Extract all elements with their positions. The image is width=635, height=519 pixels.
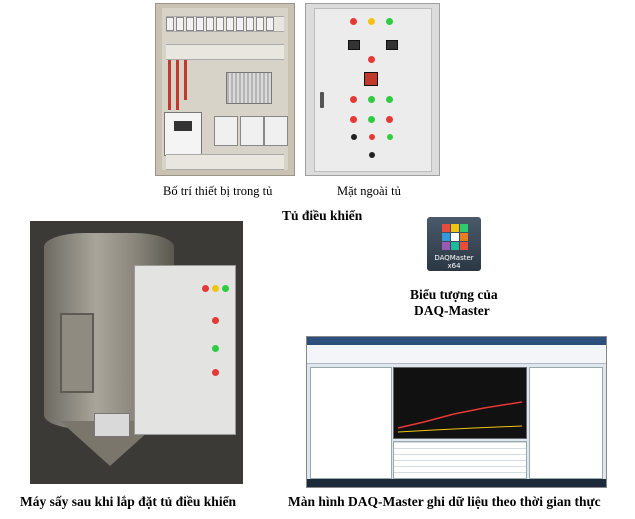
power-supply xyxy=(226,72,272,104)
lamp-red-icon xyxy=(202,285,209,292)
pushbutton-icon xyxy=(369,152,375,158)
lamp-red-icon xyxy=(212,317,219,324)
caption-icon-line2: DAQ-Master xyxy=(414,303,490,318)
lamp-yellow-icon xyxy=(212,285,219,292)
caption-screen: Màn hình DAQ-Master ghi dữ liệu theo thờ… xyxy=(288,494,601,509)
dryer-photo xyxy=(30,221,243,484)
channel-table xyxy=(393,441,527,479)
device-tree-panel xyxy=(310,367,392,479)
cabinet-door xyxy=(314,8,432,172)
cabinet-title: Tủ điều khiển xyxy=(282,208,363,223)
terminal-rail xyxy=(166,44,284,60)
emergency-stop-icon xyxy=(368,56,375,63)
trend-plot-svg xyxy=(397,401,523,433)
selector-switch-icon xyxy=(364,72,378,86)
inverter xyxy=(164,112,202,156)
wire xyxy=(176,60,179,110)
window-titlebar xyxy=(307,337,606,345)
meter-icon xyxy=(386,40,398,50)
caption-dryer: Máy sấy sau khi lắp đặt tủ điều khiển xyxy=(20,494,237,509)
relay xyxy=(214,116,238,146)
wire xyxy=(184,60,187,100)
lamp-red-icon xyxy=(386,116,393,123)
caption-icon-line1: Biểu tượng của xyxy=(410,287,498,302)
lamp-yellow-icon xyxy=(368,18,375,25)
dryer-hatch xyxy=(60,313,94,393)
lamp-red-icon xyxy=(350,18,357,25)
wire xyxy=(168,60,171,110)
lamp-green-icon xyxy=(386,18,393,25)
lamp-green-icon xyxy=(212,345,219,352)
door-handle-icon xyxy=(320,92,324,108)
property-panel xyxy=(529,367,603,479)
cabinet-interior-photo xyxy=(155,3,295,176)
daqmaster-app-icon: DAQMaster x64 xyxy=(427,217,481,271)
lamp-green-icon xyxy=(222,285,229,292)
lamp-green-icon xyxy=(386,96,393,103)
meter-icon xyxy=(348,40,360,50)
pushbutton-icon xyxy=(387,134,393,140)
icon-name: DAQMaster xyxy=(434,254,474,262)
control-cabinet xyxy=(134,265,236,435)
icon-arch: x64 xyxy=(447,262,461,270)
ribbon-toolbar xyxy=(307,345,606,364)
relay xyxy=(264,116,288,146)
lamp-green-icon xyxy=(368,116,375,123)
relay xyxy=(240,116,264,146)
terminal-rail xyxy=(166,154,284,170)
pushbutton-icon xyxy=(369,134,375,140)
daqmaster-screen-photo xyxy=(306,336,607,488)
lamp-red-icon xyxy=(212,369,219,376)
motor xyxy=(94,413,130,437)
trend-plot xyxy=(393,367,527,439)
lamp-green-icon xyxy=(368,96,375,103)
caption-interior: Bố trí thiết bị trong tủ xyxy=(163,184,273,198)
pushbutton-icon xyxy=(351,134,357,140)
windows-taskbar xyxy=(307,479,606,487)
cabinet-exterior-photo xyxy=(305,3,440,176)
lamp-red-icon xyxy=(350,116,357,123)
lamp-red-icon xyxy=(350,96,357,103)
caption-exterior: Mặt ngoài tủ xyxy=(337,184,401,198)
breaker-rail xyxy=(166,16,284,32)
